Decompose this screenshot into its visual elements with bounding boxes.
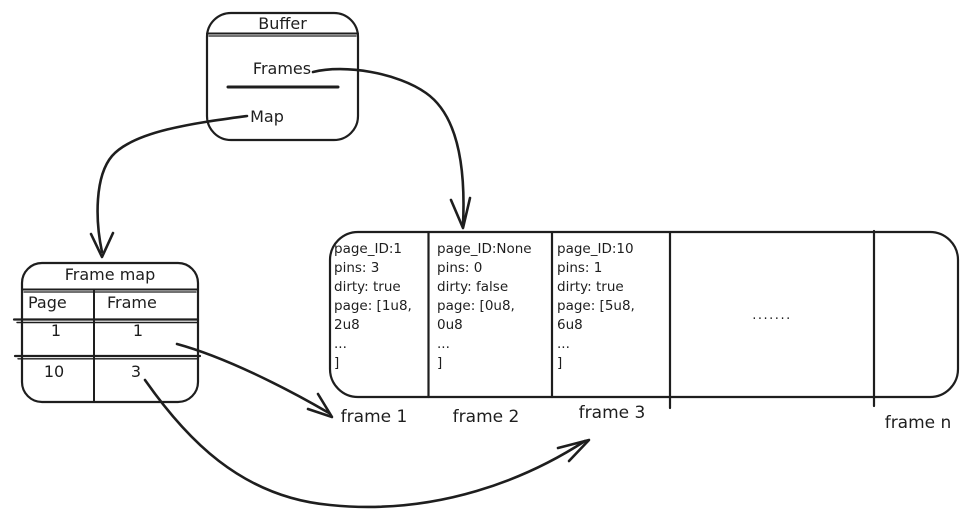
frame-n-label: frame n	[884, 413, 952, 433]
frame-map-col-page: Page	[28, 293, 67, 312]
arrow-head-icon	[306, 392, 334, 419]
frame2-cell-content: page_ID:None pins: 0 dirty: false page: …	[437, 241, 532, 371]
buffer-box	[205, 11, 360, 142]
frame-map-box	[20, 261, 200, 404]
buffer-frames-field: Frames	[252, 59, 312, 78]
buffer-title: Buffer	[258, 14, 307, 33]
frame-map-r1-page: 1	[50, 321, 62, 340]
frames-array-box	[328, 230, 960, 399]
frame-map-r2-frame: 3	[130, 362, 142, 381]
arrow-row1-to-frame1	[175, 342, 334, 419]
frame3-label: frame 3	[578, 403, 646, 423]
buffer-map-field: Map	[250, 107, 284, 126]
frame1-label: frame 1	[340, 407, 408, 427]
frame-map-col-frame: Frame	[107, 293, 157, 312]
frames-ellipsis: .......	[752, 308, 792, 323]
frame2-label: frame 2	[452, 407, 520, 427]
arrow-head-icon	[556, 438, 591, 463]
frame3-cell-content: page_ID:10 pins: 1 dirty: true page: [5u…	[557, 241, 635, 371]
frame1-cell-content: page_ID:1 pins: 3 dirty: true page: [1u8…	[334, 241, 412, 371]
arrow-row2-to-frame3	[143, 378, 591, 509]
arrow-head-icon	[89, 231, 115, 259]
frame-map-r1-frame: 1	[132, 321, 144, 340]
arrow-map-to-frame-map	[89, 114, 249, 259]
arrow-head-icon	[449, 196, 472, 230]
arrow-frames-to-frames-array	[311, 67, 472, 230]
frame-map-title: Frame map	[64, 265, 156, 284]
frame-map-r2-page: 10	[43, 362, 65, 381]
